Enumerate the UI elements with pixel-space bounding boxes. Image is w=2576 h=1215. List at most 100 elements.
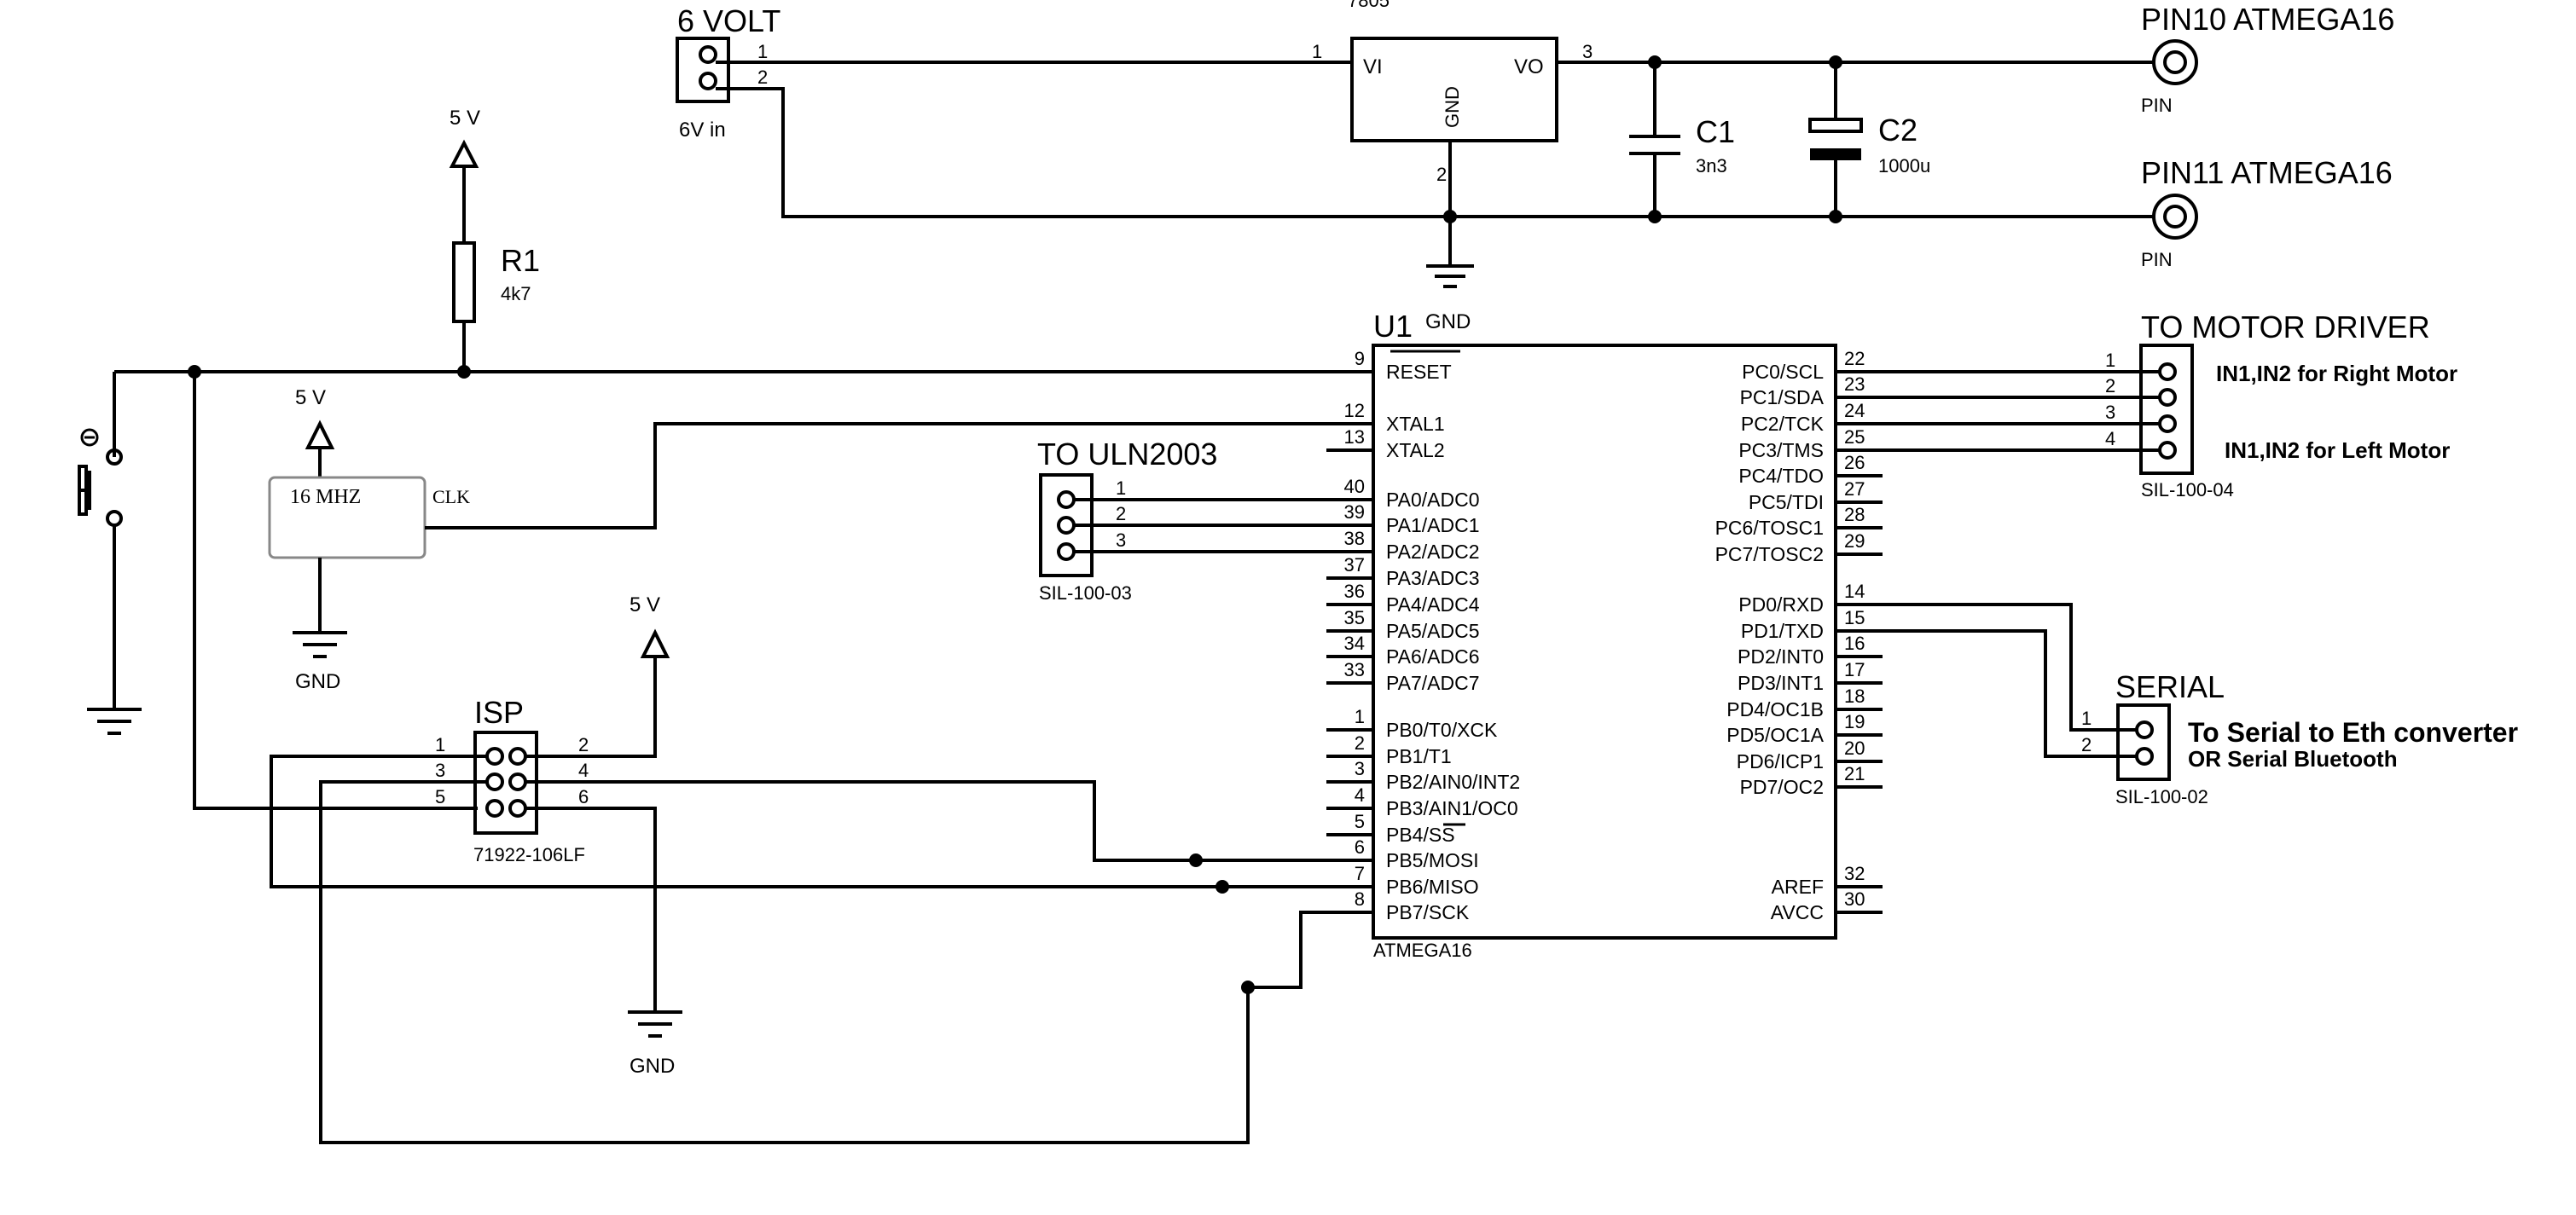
capacitor-c2-ref: C2 [1878,113,1917,148]
capacitor-c1-ref: C1 [1696,114,1735,149]
uln2003-connector: TO ULN2003 SIL-100-03 1 2 3 [1037,437,1217,604]
mcu-pin-6-number: 6 [1355,836,1365,858]
regulator-pin-gnd-number: 2 [1436,164,1447,185]
mcu-pin-20-number: 20 [1844,738,1865,759]
power-input-label: 6 VOLT [677,3,780,38]
mcu-pin-39-name: PA1/ADC1 [1386,514,1480,536]
mcu-pin-39-number: 39 [1344,501,1365,523]
resistor-r1-value: 4k7 [501,283,531,304]
mcu-pin-25-number: 25 [1844,426,1865,448]
isp-pin-6: 6 [578,786,589,807]
regulator-pin-in-number: 1 [1312,41,1322,62]
crystal-supply-label: 5 V [295,386,326,409]
mcu-pin-24-number: 24 [1844,400,1865,421]
mcu-pin-22-number: 22 [1844,348,1865,369]
power-input-pin-2: 2 [757,67,768,88]
mcu-pin-30-name: AVCC [1771,901,1824,923]
mcu-pin-7-name: PB6/MISO [1386,876,1479,898]
mcu-pin-29-number: 29 [1844,530,1865,552]
r1-supply-label: 5 V [450,107,480,130]
motor-title: TO MOTOR DRIVER [2141,310,2430,344]
mcu-pin-38-number: 38 [1344,528,1365,549]
mcu-pin-34-number: 34 [1344,633,1365,654]
mcu-pin-29-name: PC7/TOSC2 [1715,543,1824,565]
mcu-pin-15-name: PD1/TXD [1741,620,1824,642]
mcu-pin-36-name: PA4/ADC4 [1386,593,1480,616]
serial-title: SERIAL [2115,669,2225,704]
uln2003-title: TO ULN2003 [1037,437,1217,472]
serial-pin-2: 2 [2081,734,2092,755]
serial-pin-1: 1 [2081,708,2092,729]
mcu-pin-27-number: 27 [1844,478,1865,500]
mcu-pin-21-name: PD7/OC2 [1740,776,1824,798]
mcu-pin-40-number: 40 [1344,476,1365,497]
mcu-pin-13-name: XTAL2 [1386,439,1445,461]
mcu-pin-14-number: 14 [1844,581,1865,602]
mcu-pin-17-name: PD3/INT1 [1738,672,1824,694]
mcu-pin-14-name: PD0/RXD [1738,593,1824,616]
motor-note-right: IN1,IN2 for Right Motor [2216,361,2457,386]
mcu-pin-2-name: PB1/T1 [1386,745,1452,767]
crystal-label: 16 MHZ [290,486,361,508]
mcu-pin-20-name: PD6/ICP1 [1737,750,1824,772]
mcu-pin-6-name: PB5/MOSI [1386,849,1479,871]
isp-supply-label: 5 V [629,593,660,616]
mcu-part: ATMEGA16 [1373,940,1472,961]
isp-pin-1: 1 [435,734,445,755]
mcu-atmega16: U1 ATMEGA16 9RESET12XTAL113XTAL240PA0/AD… [1326,309,1883,961]
terminal-pin11-label: PIN11 ATMEGA16 [2141,155,2393,190]
crystal-ground-label: GND [295,670,340,693]
motor-pin-4: 4 [2105,428,2115,449]
mcu-pin-18-number: 18 [1844,686,1865,707]
motor-pin-1: 1 [2105,350,2115,371]
mcu-pin-37-name: PA3/ADC3 [1386,567,1480,589]
terminal-pin11-sub: PIN [2141,249,2173,270]
isp-supply-5v: 5 V [525,593,670,758]
isp-header: ISP 71922-106LF 1 2 3 4 5 6 [435,695,589,865]
mcu-pin-9-number: 9 [1355,348,1365,369]
mcu-pin-32-number: 32 [1844,863,1865,884]
resistor-r1: R1 4k7 [452,241,540,372]
mcu-pin-9-name: RESET [1386,361,1452,383]
mcu-pin-3-name: PB2/AIN0/INT2 [1386,771,1520,793]
mcu-pin-19-number: 19 [1844,711,1865,732]
mcu-pin-33-number: 33 [1344,659,1365,680]
mcu-pin-4-number: 4 [1355,784,1365,806]
mcu-pin-21-number: 21 [1844,763,1865,784]
mcu-pin-15-number: 15 [1844,607,1865,628]
regulator-ground-label: GND [1425,310,1471,333]
mcu-pin-22-name: PC0/SCL [1742,361,1824,383]
mcu-pin-33-name: PA7/ADC7 [1386,672,1480,694]
mcu-pin-26-number: 26 [1844,452,1865,473]
mcu-pin-12-name: XTAL1 [1386,413,1445,435]
crystal-supply-5v: 5 V [295,386,335,477]
serial-note-2: OR Serial Bluetooth [2188,746,2398,772]
reset-push-button [78,372,142,735]
mcu-pin-23-number: 23 [1844,373,1865,395]
motor-driver-connector: TO MOTOR DRIVER SIL-100-04 1 2 3 4 IN1,I… [2105,310,2457,500]
mcu-pin-27-name: PC5/TDI [1749,491,1824,513]
mcu-pin-3-number: 3 [1355,758,1365,779]
uln2003-pin-2: 2 [1116,503,1126,524]
mcu-ref: U1 [1373,309,1413,344]
isp-pin-4: 4 [578,760,589,781]
mcu-pin-37-number: 37 [1344,554,1365,576]
mcu-pin-7-number: 7 [1355,863,1365,884]
mcu-pin-1-name: PB0/T0/XCK [1386,719,1498,741]
r1-supply-5v: 5 V [449,107,480,243]
terminal-pin10: PIN10 ATMEGA16 PIN [2141,2,2394,116]
mcu-pin-30-number: 30 [1844,888,1865,910]
mcu-pin-2-number: 2 [1355,732,1365,754]
regulator-name: 7805 [1348,0,1390,11]
motor-part: SIL-100-04 [2141,479,2234,500]
mcu-pin-28-number: 28 [1844,504,1865,525]
capacitor-c1: C1 3n3 [1629,55,1735,223]
mcu-pin-5-number: 5 [1355,811,1365,832]
mcu-pin-32-name: AREF [1772,876,1824,898]
mcu-pin-13-number: 13 [1344,426,1365,448]
isp-pin-2: 2 [578,734,589,755]
uln2003-pin-1: 1 [1116,477,1126,499]
capacitor-c1-value: 3n3 [1696,155,1727,176]
